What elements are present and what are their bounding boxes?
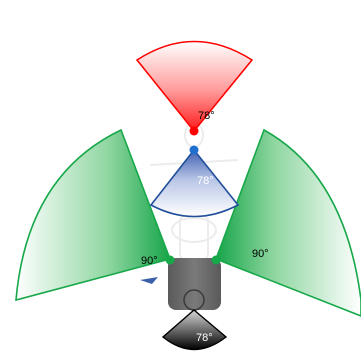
rear-camera-angle-label: 78°: [196, 332, 213, 344]
front-camera-angle-label: 78°: [198, 110, 215, 122]
right-camera-sector: [216, 130, 361, 316]
vehicle-body: [168, 258, 221, 310]
left-camera-sector: [16, 130, 170, 300]
mid-camera-angle-label: 78°: [197, 175, 214, 187]
left-camera-angle-label: 90°: [141, 255, 158, 267]
left-camera-dot: [166, 256, 175, 265]
right-camera-angle-label: 90°: [252, 248, 269, 260]
right-camera-dot: [212, 256, 221, 265]
direction-arrow: [140, 277, 158, 284]
front-camera-dot: [190, 127, 199, 136]
front-camera-sector: [137, 42, 252, 132]
mid-camera-dot: [190, 146, 199, 155]
rear-camera-sector: [163, 310, 226, 350]
